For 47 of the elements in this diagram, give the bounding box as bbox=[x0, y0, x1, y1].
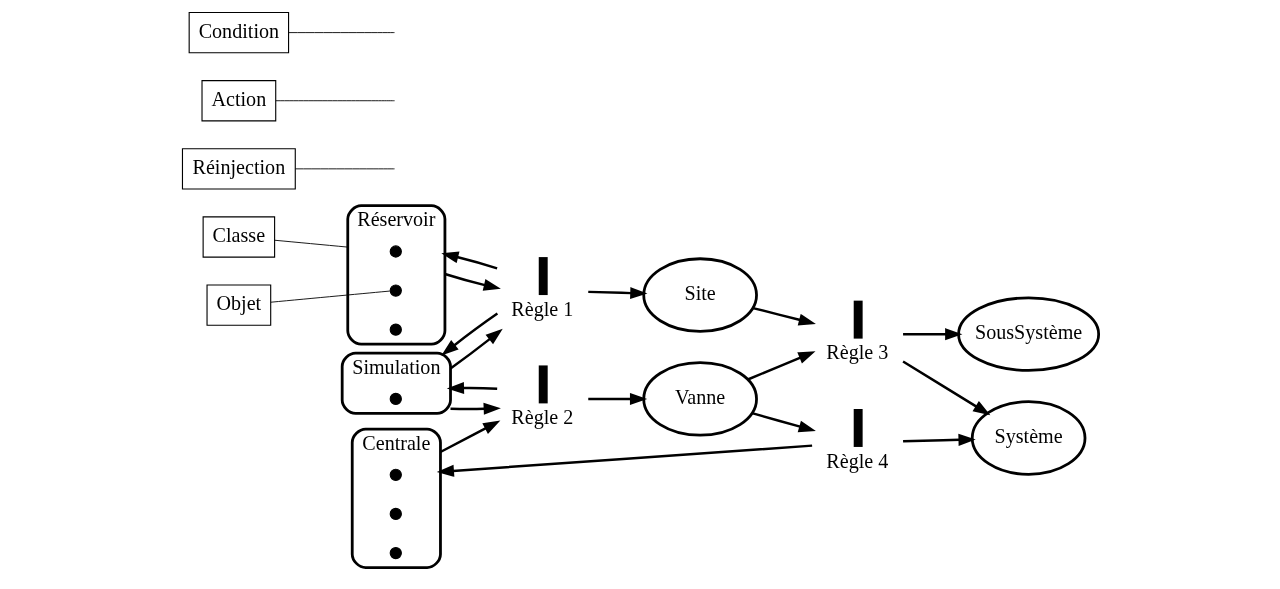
arrow bbox=[439, 420, 500, 454]
node-label: Règle 3 bbox=[825, 341, 888, 364]
node-box: Objet bbox=[206, 284, 271, 326]
arrow bbox=[746, 351, 815, 381]
node-circle bbox=[389, 284, 402, 297]
arrow bbox=[752, 306, 816, 326]
node-box bbox=[853, 300, 863, 339]
arrow bbox=[902, 328, 962, 341]
cluster: Réservoir bbox=[345, 204, 446, 346]
node-box bbox=[538, 257, 548, 296]
node-label: Règle 1 bbox=[510, 297, 573, 320]
connector bbox=[294, 168, 395, 170]
node-box: Classe bbox=[202, 216, 275, 258]
cluster: Simulation bbox=[340, 351, 452, 415]
cluster: Centrale bbox=[350, 427, 442, 569]
node-circle bbox=[389, 392, 402, 406]
node-label: Règle 4 bbox=[825, 449, 888, 472]
connector bbox=[269, 290, 390, 303]
node-ellipse: Site bbox=[641, 257, 758, 333]
arrow bbox=[901, 360, 990, 416]
node-circle bbox=[389, 507, 402, 521]
node-circle bbox=[389, 468, 402, 481]
arrow bbox=[587, 287, 647, 300]
node-box: Condition bbox=[188, 11, 289, 54]
arrow bbox=[446, 382, 497, 395]
arrow bbox=[450, 402, 501, 415]
arrow bbox=[436, 444, 812, 477]
node-box bbox=[853, 409, 863, 447]
arrow bbox=[449, 328, 503, 370]
node-box: Action bbox=[200, 80, 276, 122]
arrow bbox=[440, 312, 498, 356]
node-ellipse: Vanne bbox=[641, 361, 758, 437]
node-circle bbox=[389, 546, 402, 560]
node-circle bbox=[389, 323, 402, 336]
connector bbox=[288, 32, 395, 34]
node-circle bbox=[389, 245, 402, 258]
node-box bbox=[538, 365, 548, 404]
connector bbox=[274, 100, 395, 102]
arrow bbox=[440, 251, 497, 270]
arrow bbox=[444, 272, 501, 291]
node-box: Réinjection bbox=[181, 148, 296, 190]
arrow bbox=[902, 433, 976, 446]
arrow bbox=[587, 392, 647, 405]
node-ellipse: SousSystème bbox=[956, 296, 1100, 372]
arrow bbox=[751, 412, 816, 433]
connector bbox=[273, 239, 348, 248]
node-label: Règle 2 bbox=[510, 405, 573, 428]
